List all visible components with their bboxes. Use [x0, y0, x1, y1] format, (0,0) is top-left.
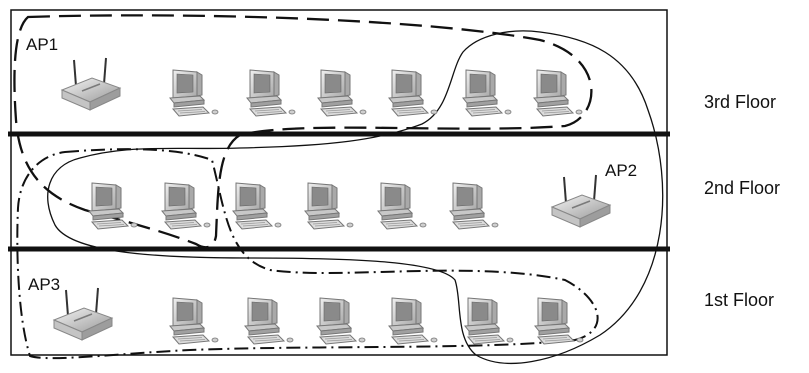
computer-icon [318, 70, 366, 116]
computer-icon [378, 183, 426, 229]
computer-icon [450, 183, 498, 229]
computer-icon [535, 298, 583, 344]
ap1-label: AP1 [26, 35, 58, 54]
computer-icon [245, 298, 293, 344]
computer-icon [233, 183, 281, 229]
computer-icon [170, 70, 218, 116]
access-point-ap2-icon [552, 175, 610, 227]
access-point-ap3-icon [54, 288, 112, 340]
computer-icon [465, 298, 513, 344]
ap2-coverage-solid [48, 31, 663, 363]
computer-icon [162, 183, 210, 229]
floor-label-1st: 1st Floor [704, 290, 774, 311]
computer-icon [247, 70, 295, 116]
computer-icon [389, 70, 437, 116]
ap2-label: AP2 [605, 161, 637, 180]
computer-icon [170, 298, 218, 344]
computer-icon [389, 298, 437, 344]
floor-label-3rd: 3rd Floor [704, 92, 776, 113]
computer-icon [534, 70, 582, 116]
computer-icon [317, 298, 365, 344]
ap3-label: AP3 [28, 275, 60, 294]
computer-icon [463, 70, 511, 116]
floor-label-2nd: 2nd Floor [704, 178, 780, 199]
computer-icon [305, 183, 353, 229]
access-point-ap1-icon [62, 58, 120, 110]
